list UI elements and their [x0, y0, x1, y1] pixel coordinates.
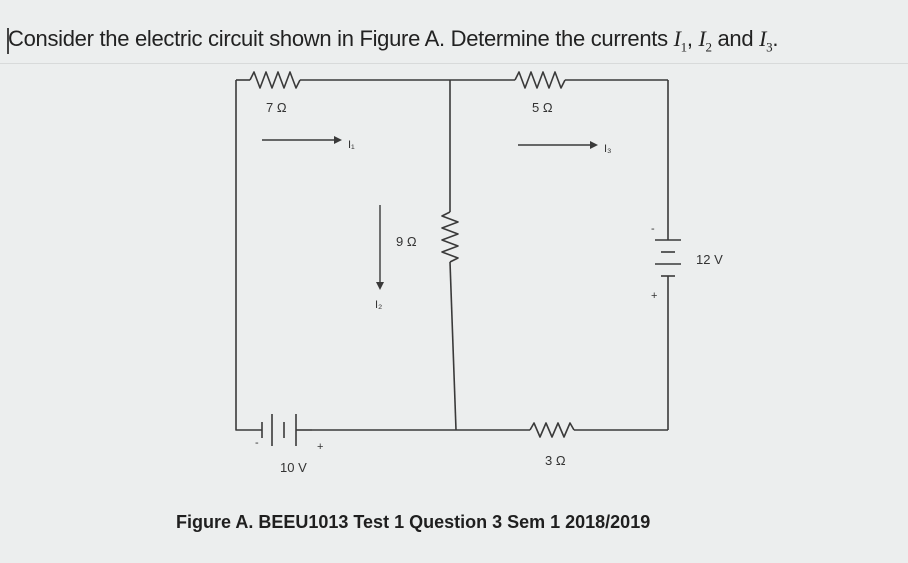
resistor-3ohm: [529, 422, 575, 438]
question-text: Consider the electric circuit shown in F…: [8, 26, 778, 55]
resistor-9ohm: [441, 211, 459, 263]
question-separator-2: and: [711, 26, 760, 51]
current-symbol-i3: I3: [759, 26, 773, 55]
battery-left-minus: -: [255, 437, 259, 449]
label-r-left: 7 Ω: [266, 100, 287, 115]
divider-line: [0, 63, 908, 64]
battery-left-plus: +: [317, 441, 323, 453]
text-cursor-bar: [7, 28, 9, 54]
arrow-i2-head: [376, 282, 384, 290]
label-current-i3: I₃: [604, 143, 612, 155]
question-prefix: Consider the electric circuit shown in F…: [8, 26, 674, 51]
current-symbol-i1: I1: [673, 26, 688, 55]
label-r-bottom: 3 Ω: [545, 453, 566, 468]
wire-bottom-left: [235, 408, 262, 431]
arrow-i3-head: [590, 141, 598, 149]
label-r-middle: 9 Ω: [396, 234, 417, 249]
resistor-5ohm: [514, 71, 566, 89]
label-current-i2: I₂: [375, 299, 382, 311]
label-battery-left: 10 V: [280, 460, 307, 475]
arrow-i1-head: [334, 136, 342, 144]
battery-right-plus: +: [651, 290, 657, 302]
question-suffix: .: [772, 26, 779, 51]
label-r-top-right: 5 Ω: [532, 100, 553, 115]
question-separator-1: ,: [686, 26, 699, 51]
label-battery-right: 12 V: [696, 252, 723, 267]
wire-middle-bottom: [449, 261, 457, 431]
resistor-7ohm: [249, 71, 301, 89]
figure-caption: Figure A. BEEU1013 Test 1 Question 3 Sem…: [176, 512, 651, 532]
label-current-i1: I₁: [348, 139, 355, 151]
battery-right-minus: -: [651, 223, 655, 235]
current-symbol-i2: I2: [698, 26, 712, 55]
